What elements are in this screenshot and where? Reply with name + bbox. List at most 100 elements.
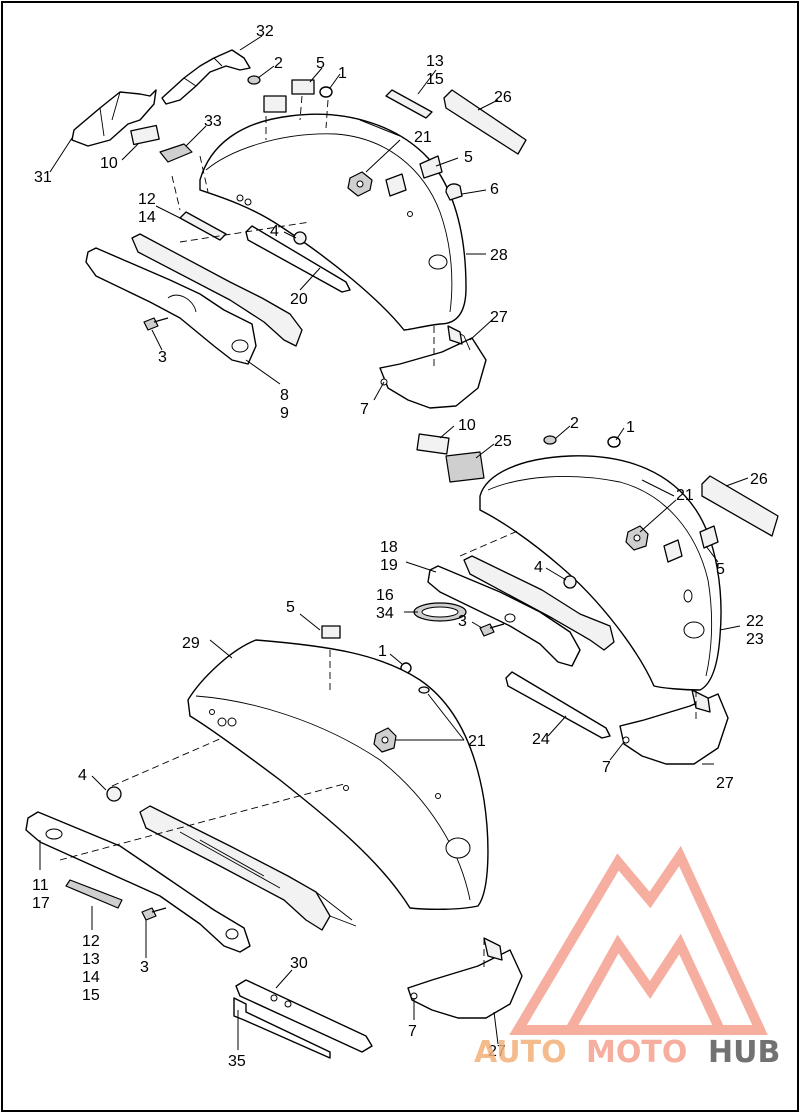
callout-23: 23 (746, 631, 764, 648)
callout-7: 7 (602, 759, 611, 776)
callout-16: 16 (376, 587, 394, 604)
callout-35: 35 (228, 1053, 246, 1070)
part-5-pad-f (699, 525, 719, 549)
callout-8: 8 (280, 387, 289, 404)
part-24-rod (505, 671, 611, 739)
part-5-pad-d (419, 155, 443, 179)
logo-triangle-icon (509, 845, 768, 1035)
part-22-rear-fender (479, 455, 722, 691)
part-26-strip-b (701, 475, 779, 537)
part-13-strip (385, 89, 433, 119)
callout-9: 9 (280, 405, 289, 422)
part-5-pad-b (291, 79, 315, 95)
callout-12: 12 (82, 933, 100, 950)
callout-5: 5 (286, 599, 295, 616)
part-18-strut-upper (463, 555, 615, 651)
part-2-plug-b (543, 435, 557, 445)
callout-11: 11 (32, 877, 49, 894)
part-5-pad (263, 95, 287, 113)
callout-5: 5 (716, 561, 725, 578)
callout-14: 14 (82, 969, 100, 986)
callout-34: 34 (376, 605, 394, 622)
part-1-plug-b (607, 436, 621, 448)
callout-26: 26 (750, 471, 768, 488)
callout-2: 2 (274, 55, 283, 72)
callout-10: 10 (100, 155, 118, 172)
part-8-strut-upper (131, 233, 303, 347)
top-fender-assembly (71, 49, 527, 409)
middle-fender-assembly (413, 433, 779, 765)
part-32-bracket (161, 49, 251, 105)
callout-27: 27 (490, 309, 508, 326)
callout-29: 29 (182, 635, 200, 652)
callout-10: 10 (458, 417, 476, 434)
part-3-screw-c (141, 907, 167, 921)
part-3-screw-b (479, 623, 505, 637)
bottom-fender-assembly (25, 625, 523, 1059)
callouts: 32 2 5 1 13 15 26 33 21 10 31 5 6 12 14 … (32, 23, 768, 1070)
callout-1: 1 (626, 419, 635, 436)
callout-4: 4 (534, 559, 543, 576)
callout-4: 4 (270, 223, 279, 240)
part-10-pad-b (416, 433, 450, 455)
callout-21: 21 (676, 487, 694, 504)
part-5-pad-c (385, 173, 407, 197)
callout-31: 31 (34, 169, 52, 186)
callout-3: 3 (158, 349, 167, 366)
callout-15: 15 (82, 987, 100, 1004)
part-5-pad-e (663, 539, 683, 563)
callout-12: 12 (138, 191, 156, 208)
callout-3: 3 (140, 959, 149, 976)
part-27-fender-tip (379, 337, 487, 409)
callout-19: 19 (380, 557, 398, 574)
part-4-washer-c (106, 786, 122, 802)
part-11-strut (25, 811, 251, 953)
part-20-rod (245, 225, 351, 293)
part-26-strip (443, 89, 527, 155)
callout-1: 1 (338, 65, 347, 82)
logo-text-moto: MOTO (586, 1035, 687, 1070)
callout-26: 26 (494, 89, 512, 106)
part-4-washer-b (563, 575, 577, 589)
callout-7: 7 (408, 1023, 417, 1040)
part-35-bracket (233, 997, 331, 1059)
callout-18: 18 (380, 539, 398, 556)
part-12-strip (179, 211, 227, 241)
callout-21: 21 (414, 129, 432, 146)
callout-13: 13 (82, 951, 100, 968)
callout-25: 25 (494, 433, 512, 450)
callout-20: 20 (290, 291, 308, 308)
callout-5: 5 (464, 149, 473, 166)
callout-22: 22 (746, 613, 764, 630)
part-21-washer (418, 686, 430, 694)
callout-5: 5 (316, 55, 325, 72)
part-10-pad (130, 124, 160, 146)
part-11-strut-upper (139, 805, 331, 931)
callout-24: 24 (532, 731, 550, 748)
part-8-strut (85, 247, 257, 365)
callout-3: 3 (458, 613, 467, 630)
part-28-rear-fender (199, 113, 467, 331)
logo-text-hub: HUB (708, 1035, 780, 1070)
callout-2: 2 (570, 415, 579, 432)
part-27-fender-tip-c (407, 949, 523, 1019)
part-27-fender-tip-b (619, 693, 729, 765)
callout-7: 7 (360, 401, 369, 418)
callout-1: 1 (378, 643, 387, 660)
logo-text-auto: AUTO (474, 1035, 567, 1070)
callout-28: 28 (490, 247, 508, 264)
callout-6: 6 (490, 181, 499, 198)
part-25-clip (445, 451, 485, 483)
callout-4: 4 (78, 767, 87, 784)
callout-32: 32 (256, 23, 274, 40)
part-18-strut (427, 565, 581, 667)
callout-30: 30 (290, 955, 308, 972)
callout-33: 33 (204, 113, 222, 130)
part-12-strip-b (65, 879, 123, 909)
part-33-clip (159, 143, 193, 163)
callout-21: 21 (468, 733, 486, 750)
callout-27: 27 (716, 775, 734, 792)
part-4-washer (293, 231, 307, 245)
